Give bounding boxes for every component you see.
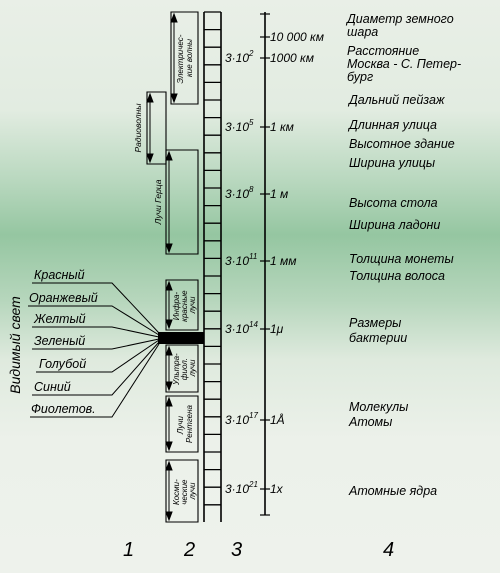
object-atoms: Атомы [348,415,392,429]
color-indigo: Синий [34,380,71,394]
object-long-street: Длинная улица [347,118,437,132]
visible-light-bar [158,332,204,344]
band-box-cosmic [165,459,199,523]
band-box-electric [170,11,199,105]
band-box-ultraviolet [165,344,199,393]
band-label-radio: Радиоволны [133,103,143,153]
object-moscow-distance: Расстояние Москва - С. Петер- бург [347,44,465,84]
column-number-2: 2 [183,539,195,561]
band-box-hertz [165,149,199,255]
frequency-label-5: 3·1014 [225,320,258,336]
object-atomic-nuclei: Атомные ядра [348,484,437,498]
color-green: Зеленый [34,334,85,348]
object-coin-thickness: Толщина монеты [349,252,454,266]
length-mark-1m: 1 м [270,187,288,201]
visible-light-title: Видимый свет [7,296,23,394]
band-label-ultraviolet: Ультра- фиол. лучи [172,351,197,386]
object-table-height: Высота стола [349,196,438,210]
object-molecules: Молекулы [349,400,408,414]
object-bacteria-size: Размеры бактерии [349,316,407,345]
frequency-label-6: 3·1017 [225,411,258,427]
column-number-1: 1 [123,539,134,561]
length-mark-1mm: 1 мм [270,254,296,268]
object-palm-width: Ширина ладони [349,218,440,232]
band-label-hertz: Лучи Герца [153,179,163,225]
color-blue: Голубой [39,357,86,371]
object-tall-building: Высотное здание [349,137,455,151]
band-arrows [146,12,178,522]
frequency-labels: 3·102 3·105 3·108 3·1011 3·1014 3·1017 3… [225,49,258,496]
object-earth-diameter: Диаметр земного шара [345,12,457,39]
length-mark-1angstrom: 1Å [270,412,285,427]
column-numbers: 1 2 3 4 [123,539,394,561]
object-far-landscape: Дальний пейзаж [347,93,446,107]
visible-light-colors: Красный Оранжевый Желтый Зеленый Голубой… [29,268,98,416]
band-label-electric: Электричес- кие волны [176,32,194,83]
object-hair-thickness: Толщина волоса [349,269,445,283]
frequency-label-2: 3·105 [225,118,254,134]
color-yellow: Желтый [33,312,86,326]
length-mark-1x: 1х [270,482,284,496]
frequency-label-3: 3·108 [225,185,254,201]
frequency-label-7: 3·1021 [225,480,258,496]
column-number-4: 4 [383,539,394,561]
color-violet: Фиолетов. [31,402,96,416]
length-mark-10000km: 10 000 км [270,30,324,44]
color-red: Красный [34,268,85,282]
length-marks: 10 000 км 1000 км 1 км 1 м 1 мм 1μ 1Å 1х [270,30,324,496]
column-number-3: 3 [231,539,242,561]
band-boxes [146,11,199,523]
color-orange: Оранжевый [29,291,98,305]
ladder-scale [203,11,222,522]
band-labels: Электричес- кие волны Радиоволны Лучи Ге… [133,32,197,505]
object-street-width: Ширина улицы [349,156,435,170]
band-box-xray [165,395,199,453]
band-label-xray: Лучи Рентгена [176,404,194,442]
band-box-infrared [165,279,199,331]
band-label-infrared: Инфра- красные лучи [172,288,197,322]
length-mark-1km: 1 км [270,120,294,134]
length-mark-1micron: 1μ [270,322,284,336]
frequency-label-1: 3·102 [225,49,254,65]
length-mark-1000km: 1000 км [270,51,314,65]
object-descriptions: Диаметр земного шара Расстояние Москва -… [345,12,465,498]
frequency-label-4: 3·1011 [225,252,257,268]
band-label-cosmic: Косми- ческие лучи [172,477,197,505]
visible-light-fan [28,282,160,418]
length-axis [260,12,270,516]
